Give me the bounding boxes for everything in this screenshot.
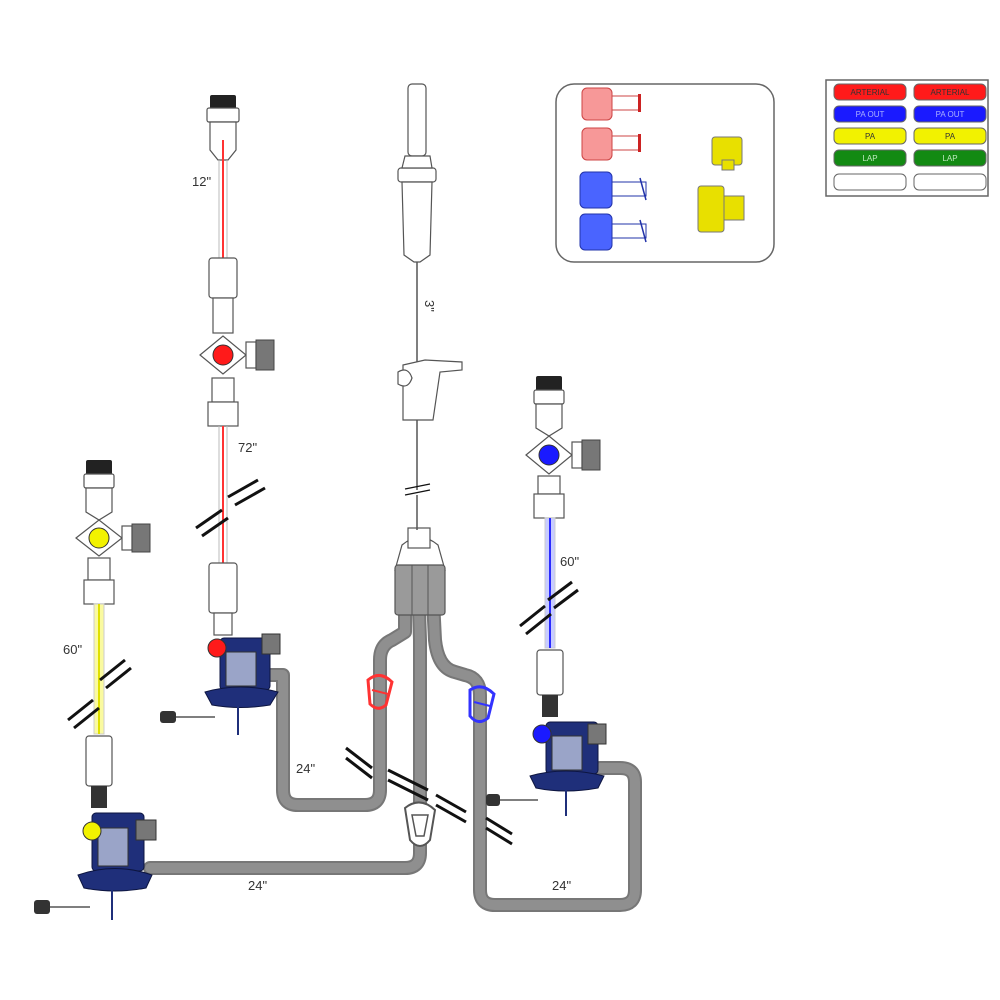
blue-cap-2 [579, 213, 647, 251]
legend-pa-out-left-text: PA OUT [856, 110, 885, 119]
blue-cap-1 [579, 171, 647, 209]
pa-out-line-assembly: 60" [486, 376, 607, 816]
yellow-connector-1 [711, 136, 743, 171]
red-cap-2 [581, 127, 641, 161]
pa-out-stopcock [525, 435, 601, 475]
legend-blank-right [913, 173, 987, 191]
blue-line-length-label: 60" [560, 554, 579, 569]
pressure-tubing [143, 573, 642, 912]
line-color-legend: ARTERIAL ARTERIAL PA OUT PA OUT PA PA LA… [825, 79, 989, 197]
iv-spike-assembly: 3" [397, 83, 463, 530]
pa-out-transducer [486, 721, 607, 816]
legend-lap-left [833, 149, 907, 167]
yellow-tube-length-label: 24" [248, 878, 267, 893]
legend-lap-left-text: LAP [862, 154, 877, 163]
pa-transducer [34, 812, 157, 920]
pa-stopcock [75, 519, 151, 557]
yellow-connector-2 [697, 185, 745, 233]
legend-pa-right [913, 127, 987, 145]
red-cap-1 [581, 87, 641, 121]
legend-lap-right-text: LAP [942, 154, 957, 163]
arterial-stopcock [199, 335, 275, 375]
blue-tube-length-label: 24" [552, 878, 571, 893]
legend-arterial-left-text: ARTERIAL [851, 88, 891, 97]
manifold [394, 527, 446, 616]
legend-arterial-left [833, 83, 907, 101]
legend-pa-left-text: PA [865, 132, 876, 141]
arterial-transducer [160, 633, 281, 735]
red-tube-clamp [366, 674, 394, 710]
legend-blank-left [833, 173, 907, 191]
blue-tube-clamp [468, 685, 496, 723]
arterial-line-assembly: 12" 72" [160, 95, 281, 735]
red-tube-length-label: 24" [296, 761, 315, 776]
spike-length-label: 3" [422, 300, 437, 312]
legend-pa-out-right [913, 105, 987, 123]
legend-arterial-right [913, 83, 987, 101]
legend-pa-out-right-text: PA OUT [936, 110, 965, 119]
yellow-tube-clamp [403, 801, 437, 847]
legend-pa-out-left [833, 105, 907, 123]
pa-line-assembly: 60" [34, 460, 157, 920]
legend-arterial-right-text: ARTERIAL [931, 88, 971, 97]
tube-break-marks [345, 746, 513, 846]
yellow-line-length-label: 60" [63, 642, 82, 657]
red-top-length-label: 12" [192, 174, 211, 189]
caps-panel [555, 83, 775, 263]
red-line-length-label: 72" [238, 440, 257, 455]
legend-lap-right [913, 149, 987, 167]
legend-pa-left [833, 127, 907, 145]
legend-pa-right-text: PA [945, 132, 956, 141]
